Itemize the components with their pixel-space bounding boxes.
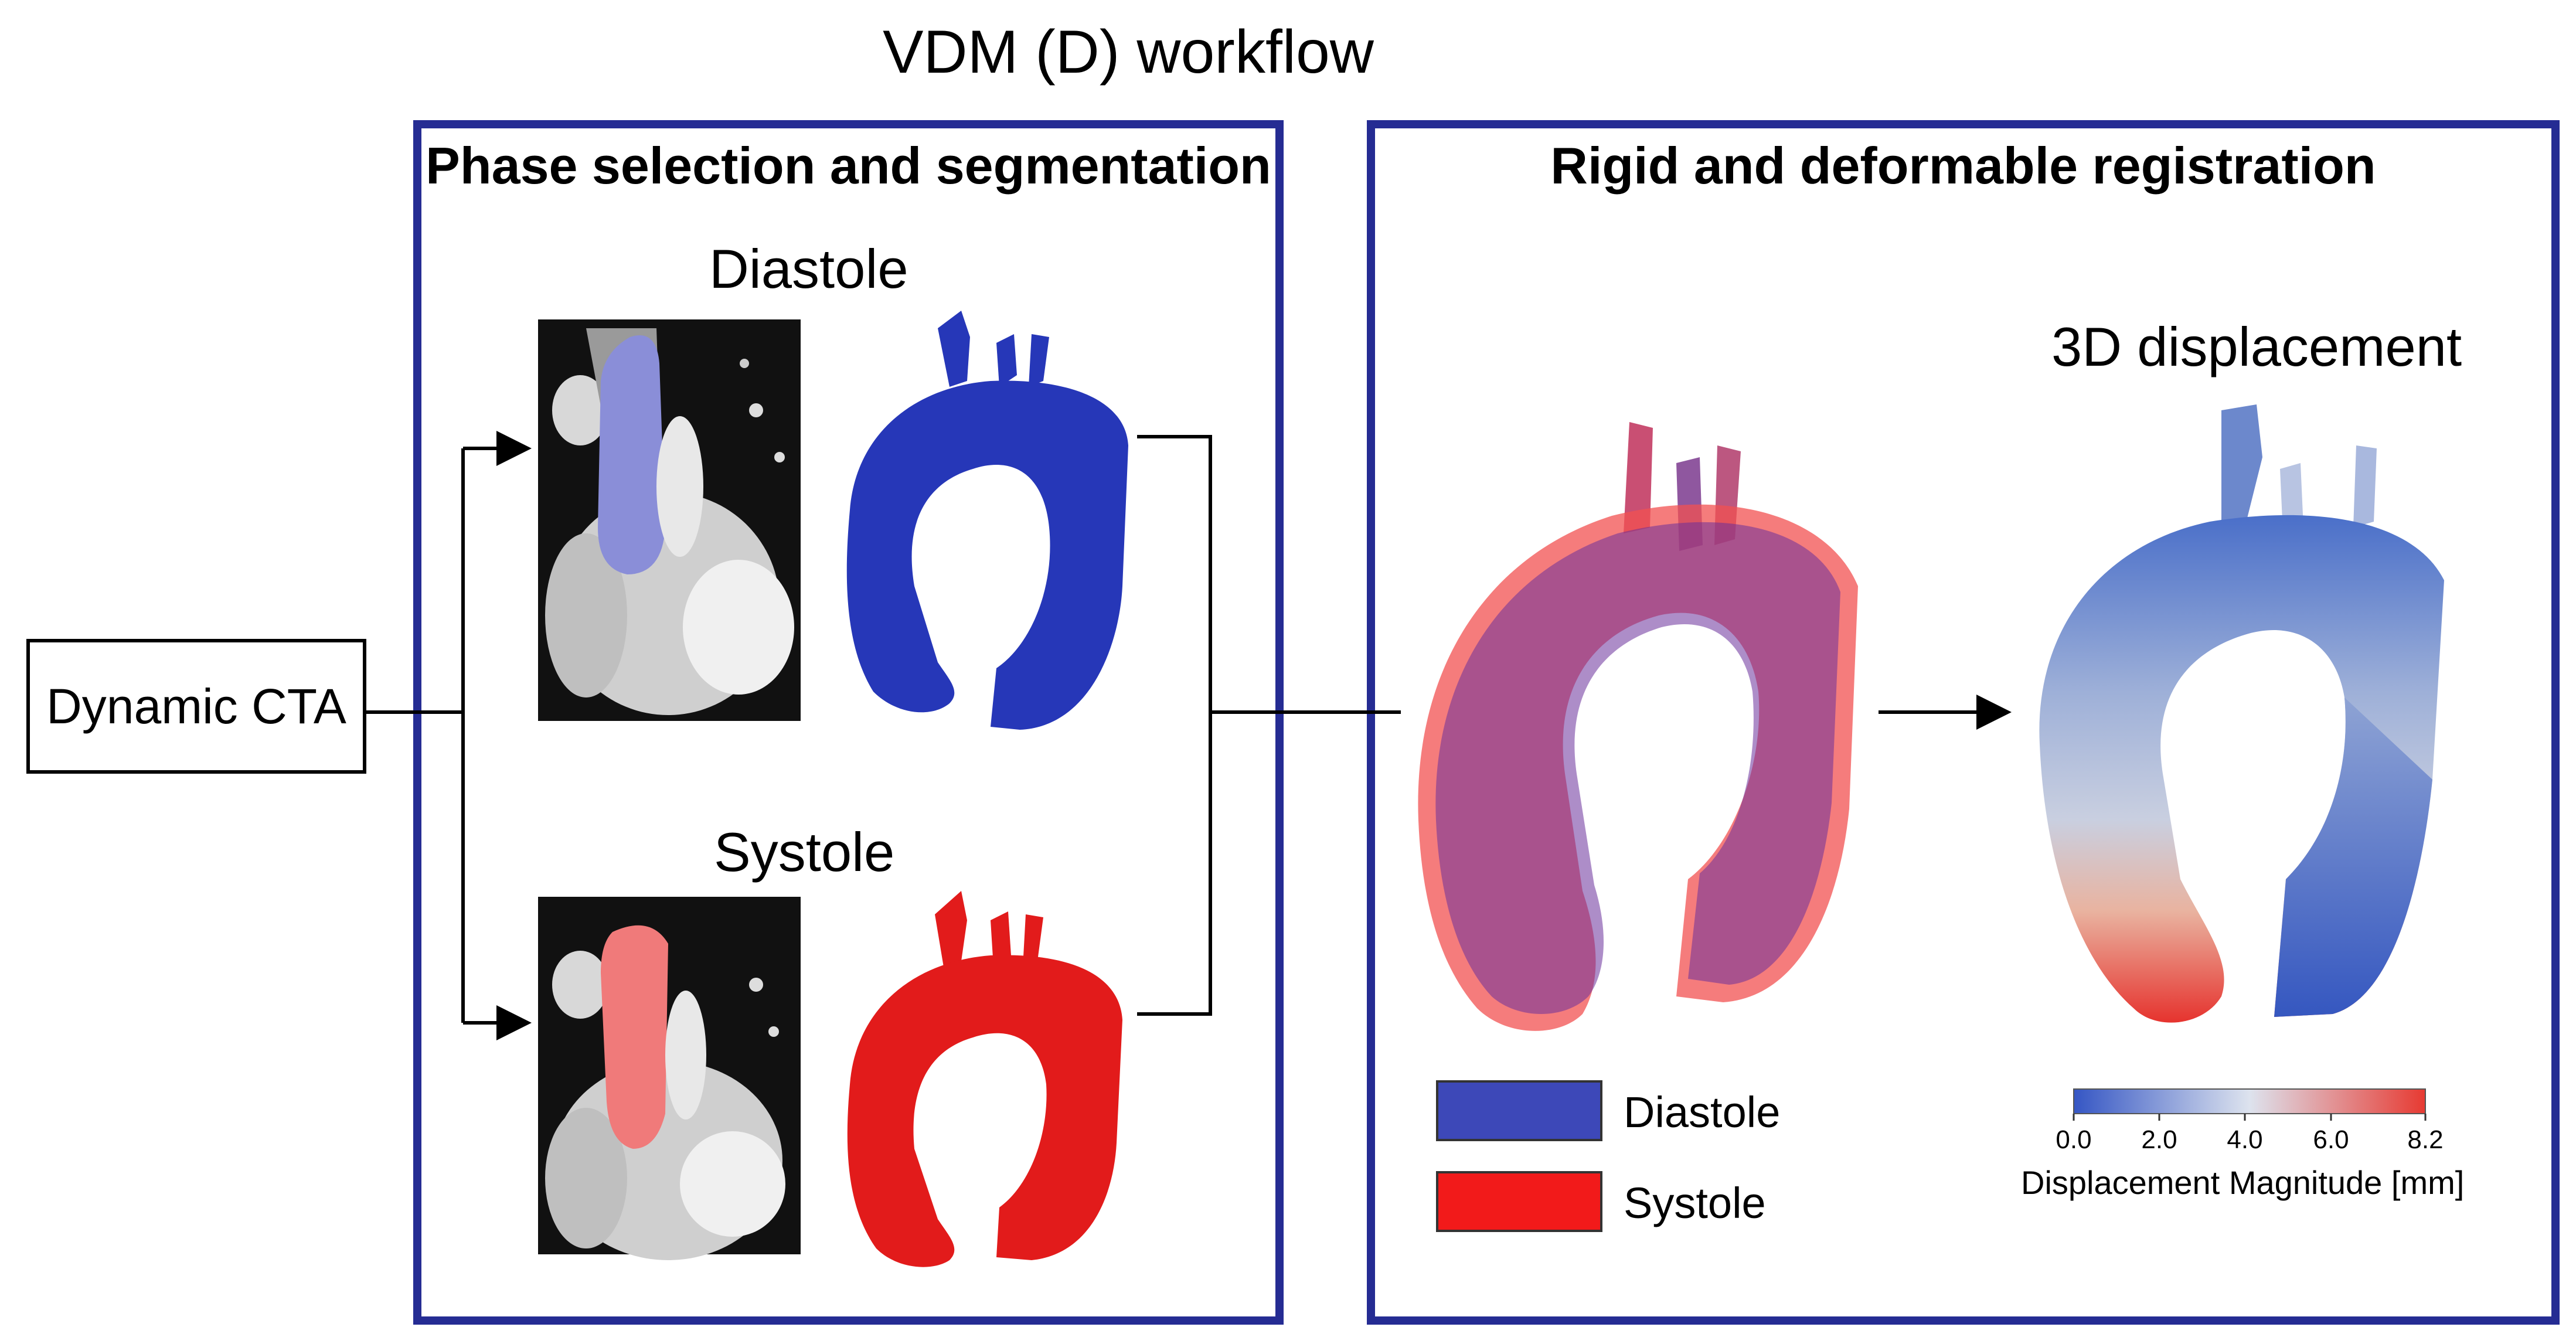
legend-label-systole: Systole bbox=[1624, 1179, 1766, 1227]
diastole-label: Diastole bbox=[709, 238, 908, 300]
legend-swatch-systole bbox=[1436, 1171, 1602, 1232]
colorbar-tick: 4.0 bbox=[2227, 1125, 2263, 1154]
systole-label: Systole bbox=[714, 821, 895, 883]
dynamic-cta-label: Dynamic CTA bbox=[46, 678, 346, 734]
panel-phase-selection-title: Phase selection and segmentation bbox=[426, 137, 1271, 195]
panel-registration bbox=[1367, 120, 2560, 1325]
systole-aorta-mesh bbox=[847, 891, 1122, 1267]
panel-phase-selection bbox=[413, 120, 1284, 1325]
colorbar-tick: 2.0 bbox=[2141, 1125, 2177, 1154]
colorbar-tick: 6.0 bbox=[2313, 1125, 2349, 1154]
panel-registration-title: Rigid and deformable registration bbox=[1550, 137, 2376, 195]
legend-swatch-diastole bbox=[1436, 1080, 1602, 1141]
dynamic-cta-box: Dynamic CTA bbox=[26, 639, 366, 774]
systole-ct-image bbox=[538, 897, 801, 1260]
legend-label-diastole: Diastole bbox=[1624, 1088, 1781, 1137]
colorbar-tick: 0.0 bbox=[2056, 1125, 2092, 1154]
overlay-aorta-mesh bbox=[1418, 422, 1858, 1031]
colorbar-label: Displacement Magnitude [mm] bbox=[2021, 1164, 2465, 1201]
diastole-ct-image bbox=[538, 319, 801, 721]
colorbar-tick: 8.2 bbox=[2407, 1125, 2444, 1154]
split-connector bbox=[366, 431, 532, 1040]
colorbar bbox=[2073, 1088, 2427, 1121]
figure-title: VDM (D) workflow bbox=[883, 18, 1374, 86]
displacement-aorta-mesh bbox=[2039, 404, 2444, 1023]
merge-connector bbox=[1137, 435, 1401, 1016]
diastole-aorta-mesh bbox=[846, 311, 1128, 730]
displacement-label: 3D displacement bbox=[2051, 316, 2462, 377]
